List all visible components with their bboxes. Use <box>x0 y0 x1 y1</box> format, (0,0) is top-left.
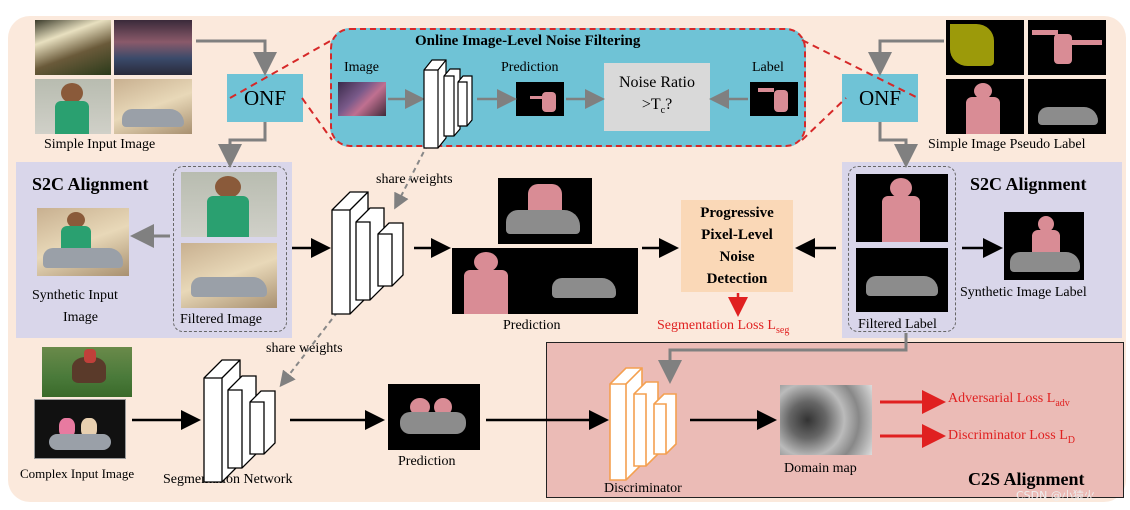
online-image-label: Image <box>344 60 379 75</box>
zoom-line-right-bottom <box>801 97 847 141</box>
segmentation-network-middle-icon <box>331 191 404 315</box>
segmentation-network-bottom-icon <box>203 359 276 483</box>
complex-input-caption: Complex Input Image <box>20 466 135 481</box>
zoom-line-left-bottom <box>301 97 333 141</box>
discriminator-loss-label: Discriminator Loss LD <box>948 428 1075 446</box>
pseudo-label-tile-4 <box>1028 79 1106 134</box>
synthetic-input-caption-1: Synthetic Input <box>32 288 118 303</box>
prediction-mid-tile-1 <box>498 178 592 244</box>
share-weights-lower-arrow <box>279 247 390 388</box>
noise-ratio-box: Noise Ratio >Tc? <box>604 63 710 131</box>
discriminator-caption: Discriminator <box>604 481 682 496</box>
onf-left-box: ONF <box>227 74 303 122</box>
prediction-bottom-caption: Prediction <box>398 454 456 469</box>
synthetic-input-image <box>37 208 129 276</box>
online-network-icon <box>423 59 473 149</box>
discriminator-icon <box>609 367 677 481</box>
prediction-mid-caption: Prediction <box>503 318 561 333</box>
simple-input-tile-1 <box>35 20 111 75</box>
noise-ratio-line2: >Tc? <box>641 95 673 117</box>
online-image-thumbnail <box>338 82 386 116</box>
c2s-title: C2S Alignment <box>968 469 1085 489</box>
pseudo-label-tile-3 <box>946 79 1024 134</box>
s2c-left-title: S2C Alignment <box>32 174 149 194</box>
complex-input-tile-2 <box>34 399 126 459</box>
segmentation-loss-label: Segmentation Loss Lseg <box>657 318 790 336</box>
synthetic-input-caption-2: Image <box>63 310 98 325</box>
arrow-pseudo-to-onf <box>868 39 944 76</box>
zoom-line-left-top <box>229 39 333 99</box>
ppnd-line4: Detection <box>706 271 768 287</box>
adversarial-loss-label: Adversarial Loss Ladv <box>948 391 1070 409</box>
ppnd-line1: Progressive <box>700 205 774 221</box>
simple-input-caption: Simple Input Image <box>44 137 156 152</box>
pseudo-label-tile-1 <box>946 20 1024 75</box>
arrow-simple-to-onf <box>196 39 277 76</box>
s2c-right-title: S2C Alignment <box>970 174 1087 194</box>
pseudo-label-tile-2 <box>1028 20 1106 75</box>
domain-map-image <box>780 385 872 455</box>
segmentation-network-caption: Segmentation Network <box>163 472 293 487</box>
onf-right-box: ONF <box>842 74 918 122</box>
complex-input-tile-1 <box>42 347 132 397</box>
filtered-label-caption: Filtered Label <box>858 317 937 332</box>
filtered-image-tile-2 <box>181 243 277 308</box>
share-weights-upper-arrow <box>394 105 453 210</box>
arrow-onf-to-filtered-image <box>218 122 267 168</box>
zoom-line-right-top <box>801 39 919 99</box>
synthetic-image-label <box>1004 212 1084 280</box>
online-prediction-label: Prediction <box>501 60 559 75</box>
ppnd-line2: Pixel-Level <box>701 227 773 243</box>
synthetic-label-caption: Synthetic Image Label <box>960 285 1087 300</box>
online-filter-title: Online Image-Level Noise Filtering <box>415 33 641 49</box>
filtered-image-caption: Filtered Image <box>180 312 263 327</box>
domain-map-caption: Domain map <box>784 461 857 476</box>
progressive-noise-detection-box: Progressive Pixel-Level Noise Detection <box>681 200 793 292</box>
filtered-label-tile-1 <box>856 174 948 242</box>
prediction-mid-tile-2 <box>452 248 638 314</box>
online-label-thumbnail <box>750 82 798 116</box>
pseudo-label-caption: Simple Image Pseudo Label <box>928 137 1086 152</box>
filtered-image-tile-1 <box>181 172 277 237</box>
noise-ratio-line1: Noise Ratio <box>619 73 695 91</box>
simple-input-tile-2 <box>114 20 192 75</box>
filtered-label-tile-2 <box>856 248 948 312</box>
prediction-bottom-tile <box>388 384 480 450</box>
watermark: CSDN @小猿火 <box>1016 489 1095 502</box>
ppnd-line3: Noise <box>719 249 755 265</box>
arrow-onf-to-filtered-label <box>878 122 918 168</box>
simple-input-tile-4 <box>114 79 192 134</box>
online-prediction-thumbnail <box>516 82 564 116</box>
arrow-label-to-discriminator <box>658 333 908 384</box>
online-label-label: Label <box>752 60 784 75</box>
simple-input-tile-3 <box>35 79 111 134</box>
